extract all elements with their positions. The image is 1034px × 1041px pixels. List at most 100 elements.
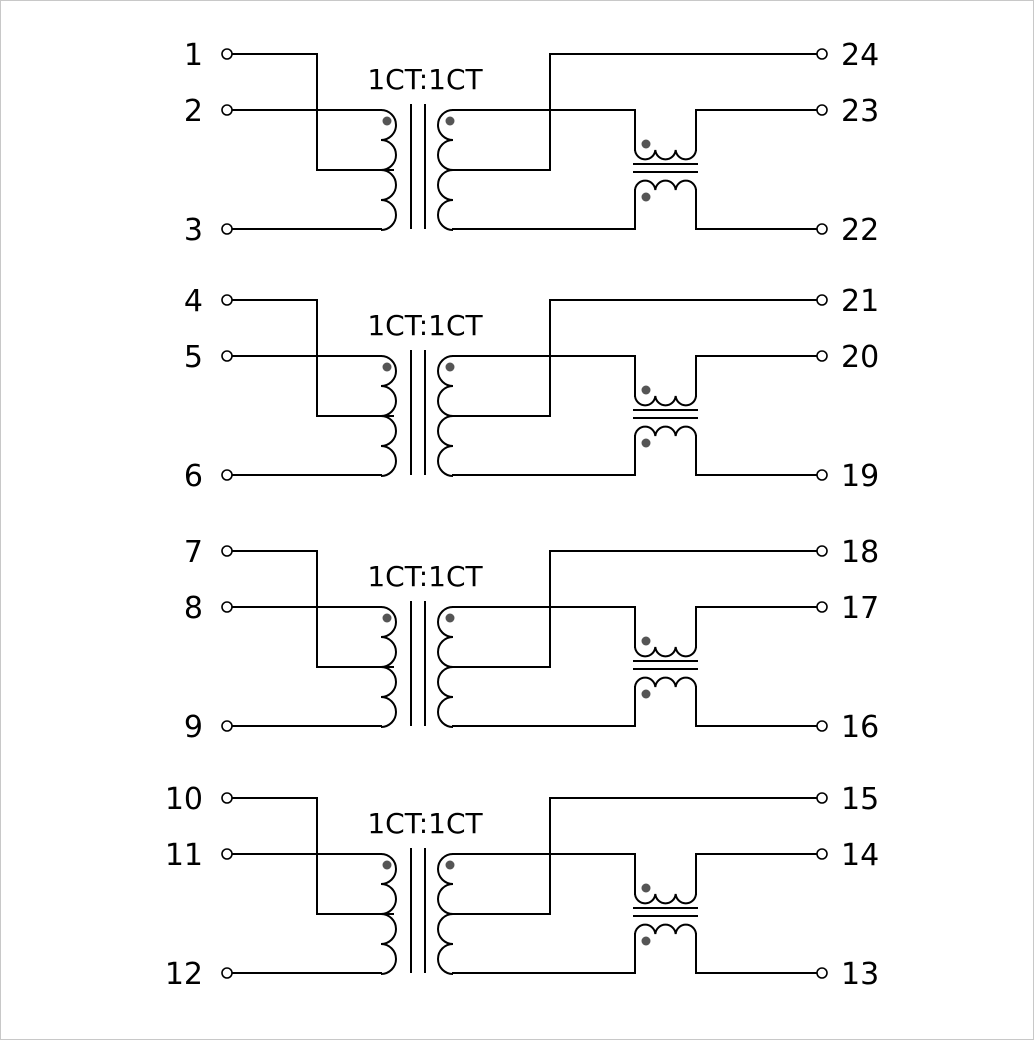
transformer-stage-4: 10 11 12 15 14 13 1CT:1CT: [165, 782, 879, 992]
terminal: [221, 792, 233, 804]
pin-label: 16: [841, 710, 879, 745]
primary-center-tap-wire: [231, 550, 394, 668]
polarity-dot: [641, 936, 651, 946]
terminal: [816, 848, 828, 860]
polarity-dot: [382, 860, 392, 870]
pin-label: 10: [165, 782, 203, 817]
terminal: [221, 720, 233, 732]
choke-upper-winding: [634, 893, 697, 905]
secondary-center-tap-wire: [452, 299, 817, 417]
terminal: [221, 294, 233, 306]
pin-label: 4: [184, 284, 203, 319]
pin-label: 22: [841, 213, 879, 248]
choke-bottom-wire: [695, 933, 817, 974]
choke-top-wire: [695, 109, 817, 151]
terminal: [221, 545, 233, 557]
terminal: [816, 545, 828, 557]
secondary-top-wire: [452, 606, 636, 648]
pin-label: 19: [841, 459, 879, 494]
pin-label: 9: [184, 710, 203, 745]
polarity-dot: [641, 883, 651, 893]
polarity-dot: [445, 362, 455, 372]
polarity-dot: [641, 139, 651, 149]
terminal: [816, 294, 828, 306]
secondary-winding: [437, 355, 454, 477]
terminal: [816, 967, 828, 979]
terminal: [221, 601, 233, 613]
choke-lower-winding: [634, 923, 697, 935]
polarity-dot: [641, 636, 651, 646]
primary-winding: [380, 606, 397, 728]
choke-bottom-wire: [695, 435, 817, 476]
polarity-dot: [641, 689, 651, 699]
polarity-dot: [445, 116, 455, 126]
secondary-winding: [437, 109, 454, 231]
secondary-center-tap-wire: [452, 53, 817, 171]
secondary-winding: [437, 606, 454, 728]
pin-label: 13: [841, 957, 879, 992]
pin-label: 5: [184, 340, 203, 375]
terminal: [816, 601, 828, 613]
choke-lower-winding: [634, 425, 697, 437]
choke-upper-winding: [634, 395, 697, 407]
pin-label: 6: [184, 459, 203, 494]
pin-label: 2: [184, 94, 203, 129]
terminal: [221, 469, 233, 481]
choke-lower-winding: [634, 676, 697, 688]
primary-center-tap-wire: [231, 53, 394, 171]
polarity-dot: [641, 438, 651, 448]
polarity-dot: [382, 116, 392, 126]
pin-label: 18: [841, 535, 879, 570]
choke-top-wire: [695, 606, 817, 648]
pin-label: 24: [841, 38, 879, 73]
polarity-dot: [445, 613, 455, 623]
pin-label: 14: [841, 838, 879, 873]
turns-ratio-label: 1CT:1CT: [367, 560, 483, 593]
primary-winding: [380, 853, 397, 975]
secondary-center-tap-wire: [452, 797, 817, 915]
terminal: [816, 720, 828, 732]
polarity-dot: [445, 860, 455, 870]
pin-label: 23: [841, 94, 879, 129]
terminal: [221, 848, 233, 860]
terminal: [816, 48, 828, 60]
choke-upper-winding: [634, 149, 697, 161]
terminal: [816, 104, 828, 116]
choke-lower-winding: [634, 179, 697, 191]
terminal: [221, 104, 233, 116]
turns-ratio-label: 1CT:1CT: [367, 309, 483, 342]
terminal: [221, 967, 233, 979]
secondary-winding: [437, 853, 454, 975]
terminal: [816, 469, 828, 481]
turns-ratio-label: 1CT:1CT: [367, 807, 483, 840]
pin-label: 1: [184, 38, 203, 73]
polarity-dot: [641, 192, 651, 202]
secondary-center-tap-wire: [452, 550, 817, 668]
primary-center-tap-wire: [231, 299, 394, 417]
choke-top-wire: [695, 853, 817, 895]
pin-label: 11: [165, 838, 203, 873]
pin-label: 3: [184, 213, 203, 248]
choke-upper-winding: [634, 646, 697, 658]
pin-label: 12: [165, 957, 203, 992]
polarity-dot: [382, 613, 392, 623]
pin-label: 15: [841, 782, 879, 817]
polarity-dot: [382, 362, 392, 372]
secondary-top-wire: [452, 355, 636, 397]
terminal: [221, 223, 233, 235]
polarity-dot: [641, 385, 651, 395]
secondary-top-wire: [452, 109, 636, 151]
primary-winding: [380, 109, 397, 231]
pin-label: 20: [841, 340, 879, 375]
pin-label: 17: [841, 591, 879, 626]
pin-label: 7: [184, 535, 203, 570]
secondary-bottom-wire: [452, 435, 636, 476]
terminal: [816, 223, 828, 235]
terminal: [816, 792, 828, 804]
terminal: [221, 48, 233, 60]
